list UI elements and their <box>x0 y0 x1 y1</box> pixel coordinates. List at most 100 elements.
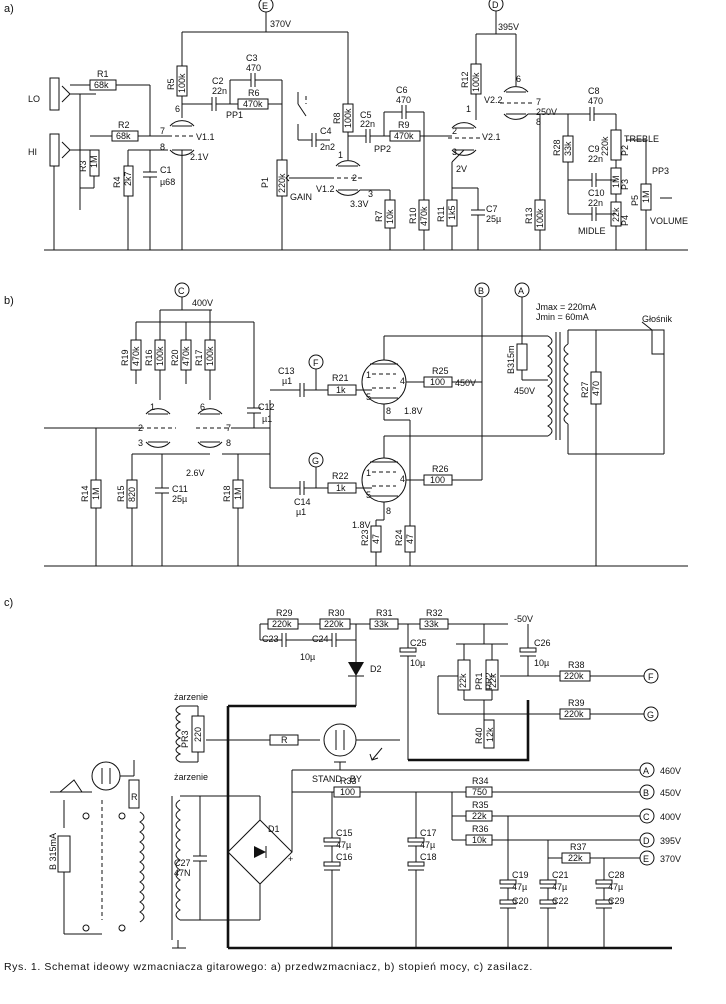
c8-val: 470 <box>588 96 603 106</box>
r7-val: 10k <box>385 209 395 224</box>
d1-diode-icon <box>254 846 266 858</box>
supply-node-g-label: G <box>647 710 654 720</box>
supply-node-a-label: A <box>643 766 649 776</box>
p5-ref: P5 <box>630 195 640 206</box>
r37-ref: R37 <box>570 842 587 852</box>
v22-pin6: 6 <box>516 74 521 84</box>
supply-node-e-label: E <box>643 854 649 864</box>
r31-ref: R31 <box>376 608 393 618</box>
c2-val: 22n <box>212 86 227 96</box>
r17-val: 100k <box>205 346 215 366</box>
d1-label: D1 <box>268 824 280 834</box>
r34-resistor <box>465 786 493 798</box>
pt1-pin5: 5 <box>366 392 371 402</box>
pi-b-pin8: 8 <box>226 438 231 448</box>
r38-val: 220k <box>564 671 584 681</box>
rail-395v-label: 395V <box>498 22 519 32</box>
c27-val: 47N <box>174 868 191 878</box>
section-a-label: a) <box>4 3 14 15</box>
r17-ref: R17 <box>194 349 204 366</box>
r33-val: 100 <box>340 787 355 797</box>
pr3-ref: PR3 <box>180 730 190 748</box>
section-c-label: c) <box>4 597 13 609</box>
c24-ref: C24 <box>312 634 329 644</box>
v12-label: V1.2 <box>316 184 335 194</box>
pt2-pin1: 1 <box>366 468 371 478</box>
supply-node-c <box>639 808 655 824</box>
c20-ref: C20 <box>512 896 529 906</box>
power-stage-section: b) C 400V R19 470k R16 100k R20 470k R17… <box>4 282 688 567</box>
node-d-label: D <box>492 0 499 10</box>
r2-ref: R2 <box>118 120 130 130</box>
r14-ref: R14 <box>80 485 90 502</box>
v12-pin2: 2 <box>352 173 357 183</box>
c17-val: 47µ <box>420 840 435 850</box>
fuse-b315m <box>516 343 528 371</box>
r32-val: 33k <box>424 619 439 629</box>
v12-pin3: 3 <box>368 189 373 199</box>
r32-ref: R32 <box>426 608 443 618</box>
pp1-label: PP1 <box>226 110 243 120</box>
r15-val: 820 <box>127 487 137 502</box>
pt1-voltage: 1.8V <box>404 406 423 416</box>
r26-ref: R26 <box>432 464 449 474</box>
standby-lamp <box>323 723 357 757</box>
supply-node-a-volt: 460V <box>660 766 681 776</box>
p2-ref: P2 <box>620 145 630 156</box>
c9-val: 22n <box>588 154 603 164</box>
supply-section: c) R29 220k R30 220k R31 33k R32 33k -50… <box>4 597 681 950</box>
supply-node-e <box>639 850 655 866</box>
r8-ref: R8 <box>332 112 342 124</box>
r18-ref: R18 <box>222 485 232 502</box>
node-b-label: B <box>478 286 484 296</box>
pr1-val: 22k <box>458 673 468 688</box>
r34-ref: R34 <box>472 776 489 786</box>
r22-val: 1k <box>336 483 346 493</box>
v11-voltage: 2.1V <box>190 152 209 162</box>
pr3-val: 220 <box>193 727 203 742</box>
figure-caption: Rys. 1. Schemat ideowy wzmacniacza gitar… <box>4 961 533 973</box>
pt1-pin1: 1 <box>366 370 371 380</box>
mains-fuse <box>57 835 71 873</box>
p5-val: 1M <box>641 190 651 203</box>
midle-label: MIDLE <box>578 226 606 236</box>
r21-ref: R21 <box>332 373 349 383</box>
node-a-label: A <box>518 286 524 296</box>
c1-ref: C1 <box>160 165 172 175</box>
jack-lo <box>49 77 60 111</box>
pi-a-pin3: 3 <box>138 438 143 448</box>
input-hi-label: HI <box>28 147 37 157</box>
r12-val: 100k <box>471 72 481 92</box>
v11-label: V1.1 <box>196 132 215 142</box>
node-b-circle <box>474 282 490 298</box>
r31-resistor <box>369 618 399 630</box>
r-label: R <box>281 735 288 745</box>
r33-ref: R33 <box>340 776 357 786</box>
input-lo-label: LO <box>28 94 40 104</box>
c5-val: 22n <box>360 119 375 129</box>
speaker-icon <box>651 329 665 355</box>
mains-r-label: R <box>131 792 138 802</box>
d2-diode-icon <box>348 662 364 676</box>
r12-ref: R12 <box>460 71 470 88</box>
supply-node-d-volt: 395V <box>660 836 681 846</box>
c27-ref: C27 <box>174 858 191 868</box>
c3-val: 470 <box>246 63 261 73</box>
pt1-pin4: 4 <box>400 376 405 386</box>
c15-ref: C15 <box>336 828 353 838</box>
r10-ref: R10 <box>408 207 418 224</box>
c22-ref: C22 <box>552 896 569 906</box>
r16-val: 100k <box>155 346 165 366</box>
c13-ref: C13 <box>278 366 295 376</box>
r24-val: 47 <box>405 534 415 544</box>
r3-ref: R3 <box>78 160 88 172</box>
r15-ref: R15 <box>116 485 126 502</box>
r6-val: 470k <box>243 99 263 109</box>
pt2-pin4: 4 <box>400 474 405 484</box>
c2-ref: C2 <box>212 76 224 86</box>
r35-ref: R35 <box>472 800 489 810</box>
pr1-ref: PR1 <box>474 672 484 690</box>
volume-label: VOLUME <box>650 216 688 226</box>
supply-node-g <box>643 706 659 722</box>
r14-val: 1M <box>91 487 101 500</box>
